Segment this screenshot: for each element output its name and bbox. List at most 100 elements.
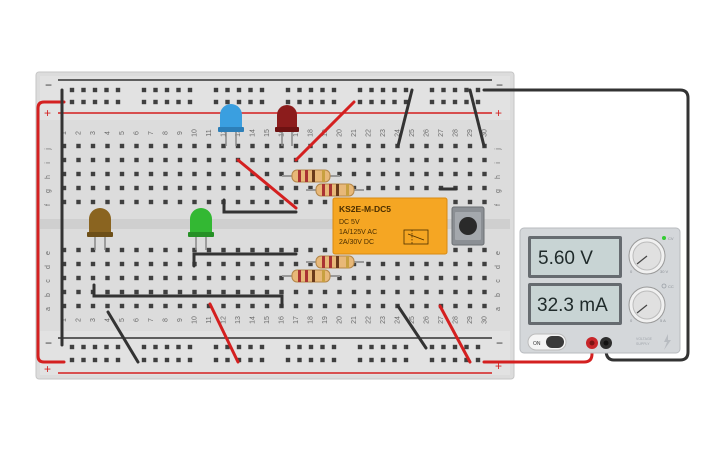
breadboard-hole[interactable] (90, 157, 96, 163)
breadboard-hole[interactable] (119, 261, 125, 267)
breadboard-hole[interactable] (475, 99, 481, 105)
wire-black-long-bottom[interactable] (92, 283, 284, 308)
breadboard-hole[interactable] (163, 289, 168, 295)
breadboard-hole[interactable] (235, 261, 241, 267)
breadboard-hole[interactable] (134, 247, 139, 253)
breadboard-hole[interactable] (380, 357, 386, 363)
power-switch[interactable] (527, 333, 567, 351)
breadboard-hole[interactable] (409, 275, 415, 281)
breadboard-hole[interactable] (429, 357, 435, 363)
breadboard-hole[interactable] (148, 289, 154, 295)
breadboard-hole[interactable] (105, 199, 110, 205)
breadboard-hole[interactable] (206, 171, 212, 177)
breadboard-hole[interactable] (392, 357, 397, 363)
breadboard-hole[interactable] (206, 275, 212, 281)
breadboard-hole[interactable] (351, 303, 357, 309)
led-green[interactable] (188, 208, 214, 250)
breadboard-hole[interactable] (104, 357, 109, 363)
breadboard-hole[interactable] (308, 87, 314, 93)
breadboard-hole[interactable] (366, 185, 371, 191)
breadboard-hole[interactable] (351, 275, 357, 281)
breadboard-hole[interactable] (104, 344, 109, 350)
breadboard-hole[interactable] (235, 171, 241, 177)
breadboard-hole[interactable] (475, 87, 481, 93)
breadboard-hole[interactable] (366, 275, 371, 281)
breadboard-hole[interactable] (475, 344, 481, 350)
breadboard-hole[interactable] (351, 143, 357, 149)
breadboard-hole[interactable] (279, 261, 284, 267)
breadboard-hole[interactable] (119, 143, 125, 149)
breadboard-hole[interactable] (134, 261, 139, 267)
breadboard-hole[interactable] (221, 157, 226, 163)
breadboard-hole[interactable] (177, 261, 183, 267)
breadboard-hole[interactable] (134, 275, 139, 281)
breadboard-hole[interactable] (250, 143, 255, 149)
breadboard-hole[interactable] (464, 99, 469, 105)
breadboard-hole[interactable] (225, 99, 230, 105)
breadboard-hole[interactable] (148, 261, 154, 267)
breadboard-hole[interactable] (482, 289, 487, 295)
breadboard-hole[interactable] (482, 157, 487, 163)
breadboard-hole[interactable] (61, 247, 67, 253)
wire-red-11-bottom[interactable] (208, 302, 240, 364)
breadboard-hole[interactable] (192, 143, 197, 149)
breadboard-hole[interactable] (221, 247, 226, 253)
breadboard-hole[interactable] (395, 157, 400, 163)
breadboard-hole[interactable] (453, 199, 458, 205)
breadboard-hole[interactable] (403, 99, 409, 105)
breadboard-hole[interactable] (90, 275, 96, 281)
breadboard-hole[interactable] (409, 261, 415, 267)
breadboard-hole[interactable] (392, 87, 397, 93)
breadboard-hole[interactable] (452, 87, 458, 93)
breadboard-hole[interactable] (403, 87, 409, 93)
breadboard-hole[interactable] (264, 199, 270, 205)
led-yellow[interactable] (87, 208, 113, 250)
breadboard-hole[interactable] (331, 87, 337, 93)
breadboard-hole[interactable] (119, 303, 125, 309)
breadboard-hole[interactable] (424, 157, 429, 163)
breadboard-hole[interactable] (453, 171, 458, 177)
current-knob[interactable] (628, 286, 666, 324)
breadboard-hole[interactable] (119, 185, 125, 191)
breadboard-hole[interactable] (279, 289, 284, 295)
breadboard-hole[interactable] (467, 303, 473, 309)
breadboard-hole[interactable] (366, 261, 371, 267)
breadboard-hole[interactable] (61, 199, 67, 205)
breadboard-hole[interactable] (141, 99, 147, 105)
breadboard-hole[interactable] (206, 185, 212, 191)
breadboard-hole[interactable] (482, 261, 487, 267)
breadboard-hole[interactable] (308, 289, 313, 295)
breadboard-hole[interactable] (337, 171, 342, 177)
breadboard-hole[interactable] (235, 275, 241, 281)
breadboard-hole[interactable] (429, 99, 435, 105)
breadboard-hole[interactable] (320, 87, 325, 93)
breadboard-hole[interactable] (81, 344, 86, 350)
breadboard-hole[interactable] (331, 344, 337, 350)
breadboard-hole[interactable] (366, 143, 371, 149)
breadboard-hole[interactable] (119, 199, 125, 205)
wire-black-24-bottom[interactable] (396, 304, 428, 350)
breadboard-hole[interactable] (452, 357, 458, 363)
breadboard-hole[interactable] (453, 261, 458, 267)
breadboard-hole[interactable] (337, 143, 342, 149)
breadboard-hole[interactable] (192, 185, 197, 191)
breadboard-hole[interactable] (61, 303, 67, 309)
breadboard-hole[interactable] (438, 289, 444, 295)
breadboard-hole[interactable] (134, 303, 139, 309)
breadboard-hole[interactable] (61, 185, 67, 191)
breadboard-hole[interactable] (177, 289, 183, 295)
breadboard-hole[interactable] (250, 199, 255, 205)
breadboard-hole[interactable] (76, 199, 81, 205)
breadboard-hole[interactable] (467, 247, 473, 253)
breadboard-hole[interactable] (92, 87, 98, 93)
wire-black-24-top[interactable] (396, 88, 414, 148)
breadboard-hole[interactable] (297, 344, 302, 350)
breadboard-hole[interactable] (248, 99, 253, 105)
breadboard-hole[interactable] (441, 344, 446, 350)
breadboard-hole[interactable] (357, 357, 363, 363)
wire-red-27-bottom[interactable] (438, 304, 472, 364)
breadboard-hole[interactable] (225, 344, 230, 350)
breadboard-hole[interactable] (285, 344, 291, 350)
breadboard-hole[interactable] (221, 261, 226, 267)
breadboard-hole[interactable] (81, 99, 86, 105)
